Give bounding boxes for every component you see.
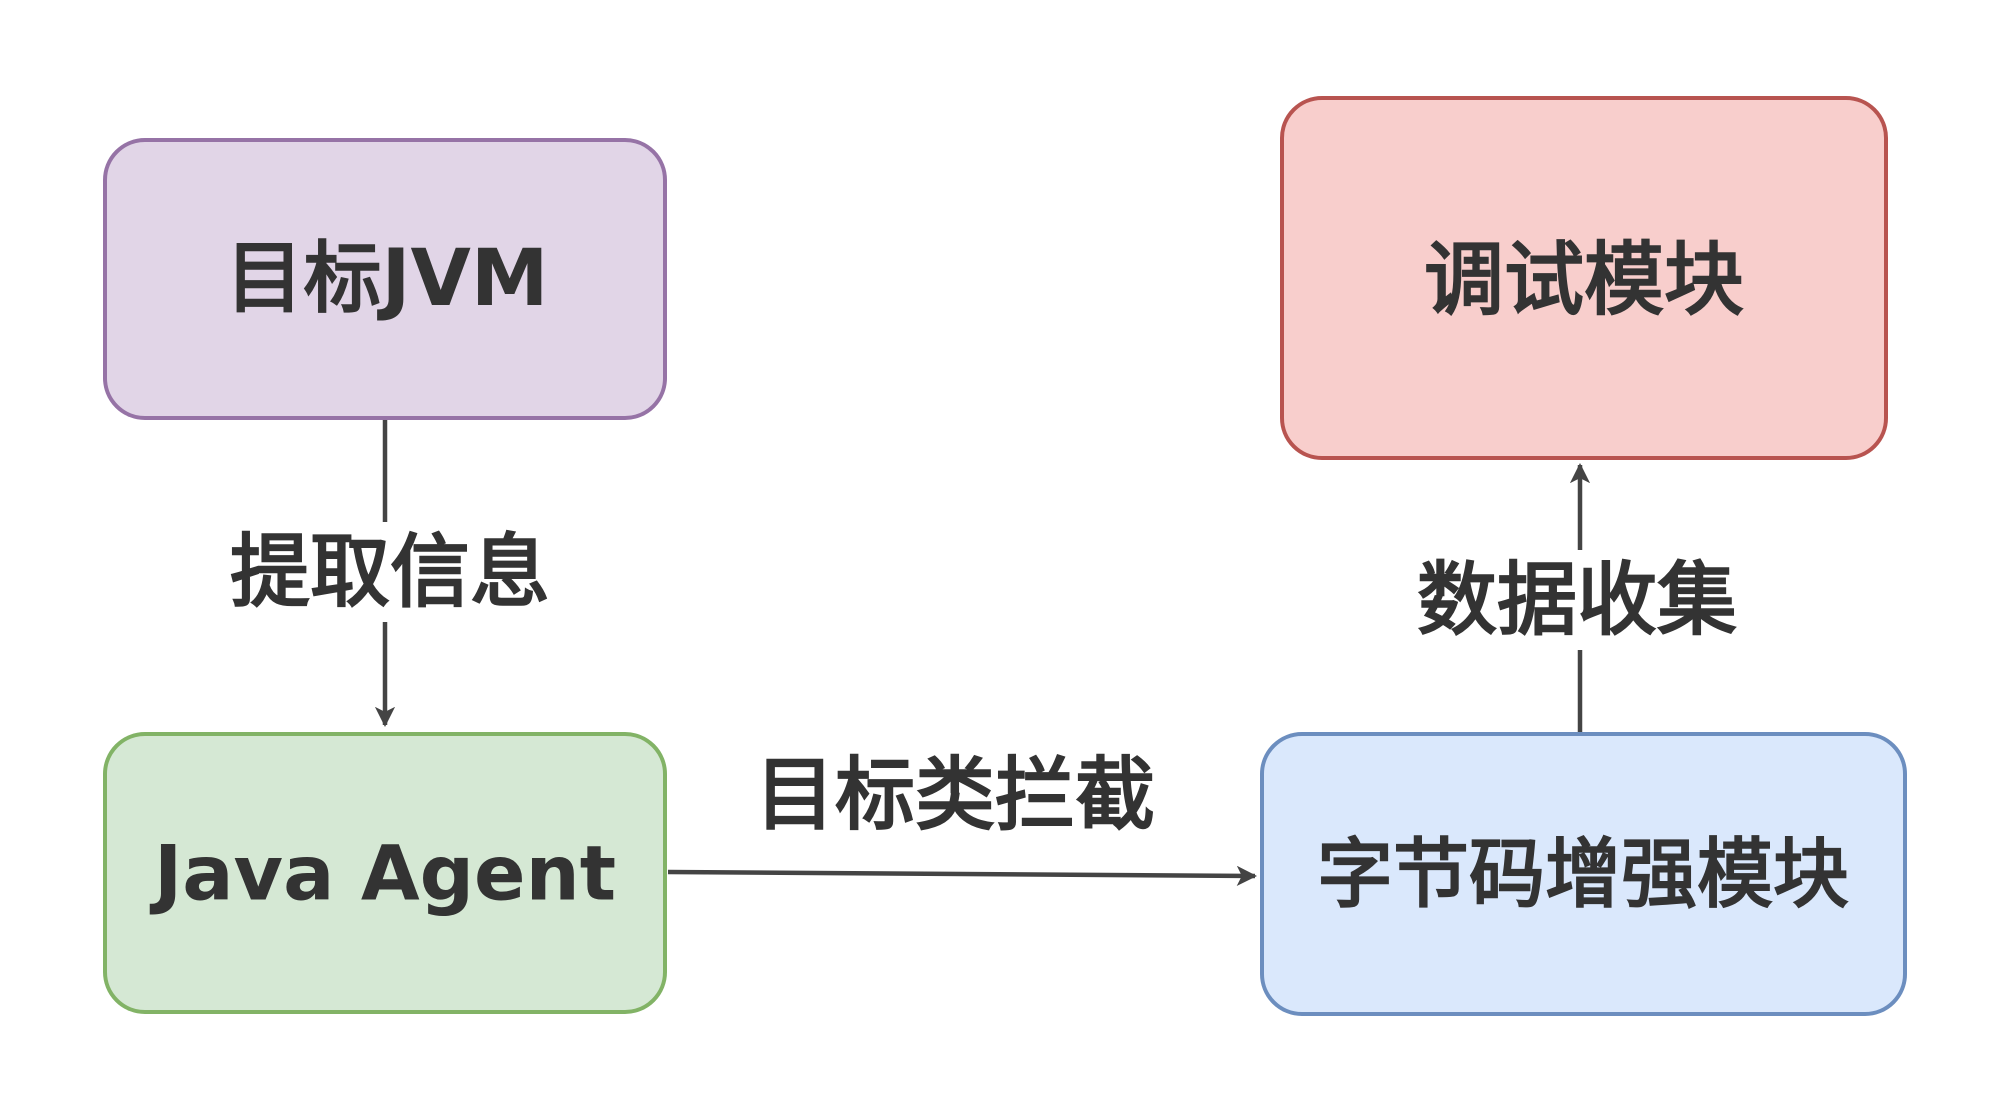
node-target-jvm: 目标JVM (103, 138, 667, 420)
node-bytecode-module-label: 字节码增强模块 (1317, 830, 1849, 919)
edge-extract-info: 提取信息 (215, 418, 560, 728)
node-debug-module-box (1280, 96, 1888, 460)
edge-target-class-intercept-label: 目标类拦截 (755, 749, 1155, 842)
node-java-agent-box (103, 732, 667, 1014)
node-debug-module: 调试模块 (1280, 96, 1888, 460)
node-debug-module-label: 调试模块 (1424, 234, 1744, 327)
node-bytecode-module-box (1260, 732, 1907, 1016)
edge-data-collection: 数据收集 (1400, 462, 1755, 732)
edge-target-class-intercept: 目标类拦截 (667, 749, 1258, 887)
edge-extract-info-label: 提取信息 (230, 526, 550, 619)
node-java-agent: Java Agent (103, 732, 667, 1014)
node-java-agent-label: Java Agent (149, 829, 616, 918)
node-target-jvm-label: 目标JVM (225, 234, 548, 324)
node-bytecode-module: 字节码增强模块 (1260, 732, 1907, 1016)
edge-data-collection-label: 数据收集 (1417, 554, 1737, 647)
node-target-jvm-box (103, 138, 667, 420)
edge-target-class-intercept-line (667, 865, 1258, 887)
